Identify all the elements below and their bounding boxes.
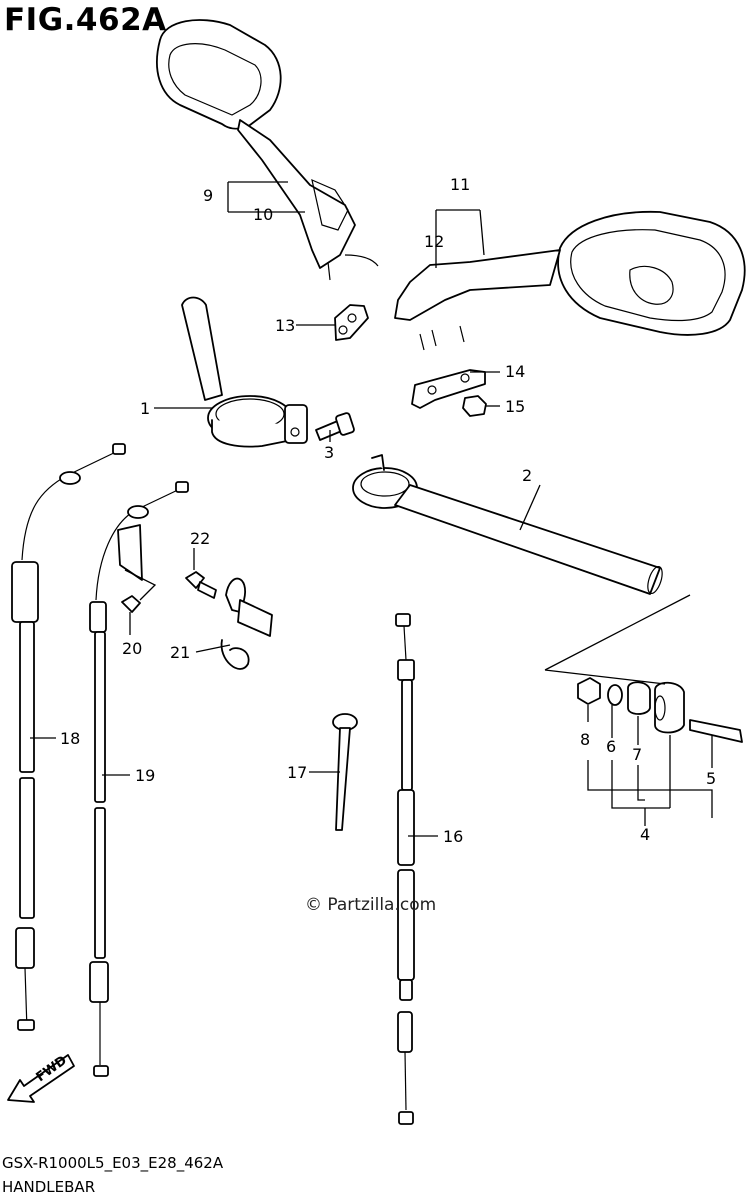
- callout-7: 7: [632, 745, 642, 764]
- left-handlebar: [181, 296, 308, 448]
- right-mirror: [394, 210, 746, 351]
- callout-21: 21: [170, 643, 190, 662]
- right-handlebar: [352, 454, 663, 595]
- diagram-name: HANDLEBAR: [2, 1178, 96, 1196]
- callout-1: 1: [140, 399, 150, 418]
- callout-9: 9: [203, 186, 213, 205]
- callout-13: 13: [275, 316, 295, 335]
- throttle-cable-19: [89, 481, 189, 1077]
- callout-4: 4: [640, 825, 650, 844]
- callout-19: 19: [135, 766, 155, 785]
- bolt-3: [315, 412, 355, 441]
- callout-10: 10: [253, 205, 273, 224]
- callout-5: 5: [706, 769, 716, 788]
- callout-3: 3: [324, 443, 334, 462]
- callout-15: 15: [505, 397, 525, 416]
- callout-14: 14: [505, 362, 525, 381]
- cable-clamp-21: [220, 577, 273, 670]
- watermark: © Partzilla.com: [305, 895, 437, 915]
- callout-11: 11: [450, 175, 470, 194]
- nut-15: [462, 395, 487, 417]
- callout-2: 2: [522, 466, 532, 485]
- callout-12: 12: [424, 232, 444, 251]
- left-mirror: [156, 19, 379, 281]
- callout-22: 22: [190, 529, 210, 548]
- bolt-22: [185, 571, 217, 599]
- callout-17: 17: [287, 763, 307, 782]
- callout-labels: 9 10 11 12 13 14 15 1 3 2 8 6 7 5 4 22 2…: [60, 175, 716, 846]
- callout-18: 18: [60, 729, 80, 748]
- clutch-cable-16: [395, 613, 415, 1125]
- cable-tie-17: [332, 713, 358, 831]
- forward-arrow-icon: FWD: [7, 1053, 75, 1103]
- screw-20: [121, 595, 141, 613]
- bracket-14: [411, 369, 486, 409]
- callout-6: 6: [606, 737, 616, 756]
- diagram-code: GSX-R1000L5_E03_E28_462A: [2, 1154, 224, 1172]
- callout-8: 8: [580, 730, 590, 749]
- callout-20: 20: [122, 639, 142, 658]
- throttle-cable-18: [11, 443, 126, 1031]
- bar-end-weight-assembly: [577, 677, 743, 743]
- callout-16: 16: [443, 827, 463, 846]
- figure-title: FIG.462A: [4, 2, 167, 38]
